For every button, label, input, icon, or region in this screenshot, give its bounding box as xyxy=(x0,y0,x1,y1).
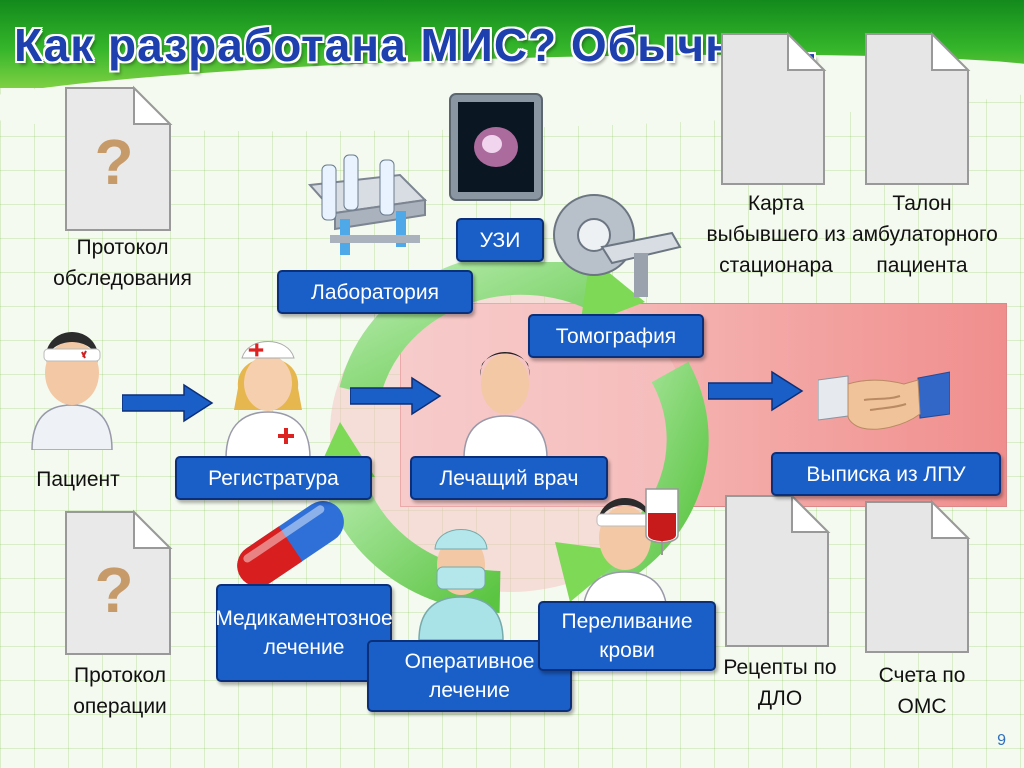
protocol-exam-caption: Протокол обследования xyxy=(53,236,192,290)
protocol-operation-caption: Протокол операции xyxy=(73,664,167,718)
discharge-card-document-icon xyxy=(721,31,827,185)
arrow-to-registry xyxy=(122,383,214,423)
laboratory-label: Лаборатория xyxy=(277,270,473,314)
outpatient-ticket-document-icon xyxy=(865,31,971,185)
oms-bills-document-icon xyxy=(865,499,971,653)
transfusion-label: Переливание крови xyxy=(538,601,716,671)
prescriptions-document-icon xyxy=(725,493,831,647)
tomography-label: Томография xyxy=(528,314,704,358)
outpatient-ticket-caption: Талон амбулаторного пациента xyxy=(852,192,998,277)
ultrasound-label: УЗИ xyxy=(456,218,544,262)
protocol-operation-document-icon: ? xyxy=(65,509,173,655)
patient-caption: Пациент xyxy=(36,468,120,491)
registry-label: Регистратура xyxy=(175,456,372,500)
pill-icon xyxy=(237,501,344,587)
discharge-card-caption: Карта выбывшего из стационара xyxy=(706,192,846,277)
laboratory-tubes-icon xyxy=(307,154,428,255)
attending-doctor-label: Лечащий врач xyxy=(410,456,608,500)
oms-bills-caption: Счета по ОМС xyxy=(878,664,966,718)
surgery-label: Оперативное лечение xyxy=(367,640,572,712)
protocol-exam-document-icon: ? xyxy=(65,85,173,231)
arrow-to-doctor xyxy=(350,376,442,416)
page-number: 9 xyxy=(997,732,1006,749)
surgeon-icon xyxy=(418,529,504,640)
patient-figure-icon xyxy=(31,332,113,450)
registry-nurse-icon xyxy=(225,341,311,458)
discharge-label: Выписка из ЛПУ xyxy=(771,452,1001,496)
slide-title: Как разработана МИС? Обычно ... xyxy=(14,19,819,71)
arrow-to-discharge xyxy=(708,370,804,412)
ultrasound-monitor-icon xyxy=(449,93,543,201)
prescriptions-caption: Рецепты по ДЛО xyxy=(723,656,837,710)
blood-bag-icon xyxy=(645,488,679,555)
attending-doctor-icon xyxy=(463,352,548,458)
tomograph-icon xyxy=(553,194,682,297)
handshake-icon xyxy=(818,371,950,430)
drug-treatment-label: Медикаментозное лечение xyxy=(215,584,393,682)
question-mark: ? xyxy=(94,554,133,626)
question-mark: ? xyxy=(94,126,133,198)
